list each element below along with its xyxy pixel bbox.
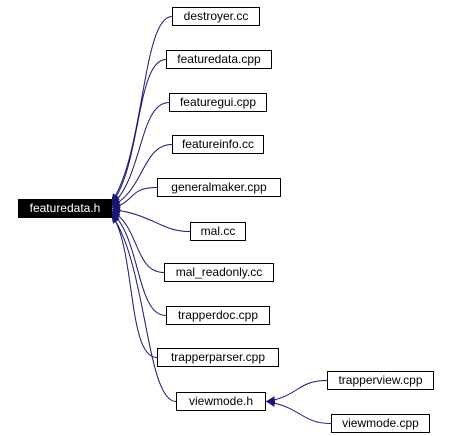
node-featureinfo-cc[interactable]: featureinfo.cc bbox=[172, 135, 264, 154]
edge-mal-readonly-cc-to-featuredata-h bbox=[110, 209, 165, 273]
node-generalmaker-cpp[interactable]: generalmaker.cpp bbox=[157, 178, 281, 197]
edge-trapperview-cpp-to-viewmode-h bbox=[265, 380, 328, 405]
edge-featuregui-cpp-to-featuredata-h bbox=[110, 102, 170, 206]
edge-trapperdoc-cpp-to-featuredata-h bbox=[110, 211, 167, 316]
edge-destroyer-cc-to-featuredata-h bbox=[110, 16, 173, 204]
edge-viewmode-h-to-featuredata-h bbox=[110, 213, 177, 402]
node-trapperparser-cpp[interactable]: trapperparser.cpp bbox=[157, 348, 279, 367]
edge-featureinfo-cc-to-featuredata-h bbox=[110, 144, 173, 208]
edge-featuredata-cpp-to-featuredata-h bbox=[110, 59, 167, 205]
node-viewmode-h[interactable]: viewmode.h bbox=[176, 392, 266, 411]
node-trapperdoc-cpp[interactable]: trapperdoc.cpp bbox=[166, 306, 270, 325]
node-trapperview-cpp[interactable]: trapperview.cpp bbox=[327, 371, 434, 390]
node-mal-readonly-cc[interactable]: mal_readonly.cc bbox=[164, 263, 274, 282]
node-mal-cc[interactable]: mal.cc bbox=[190, 222, 246, 241]
node-featuredata-cpp[interactable]: featuredata.cpp bbox=[166, 50, 272, 69]
edges-group bbox=[110, 16, 332, 424]
node-destroyer-cc[interactable]: destroyer.cc bbox=[172, 7, 260, 26]
edge-mal-cc-to-featuredata-h bbox=[110, 206, 191, 232]
edge-trapperparser-cpp-to-featuredata-h bbox=[110, 212, 158, 358]
node-viewmode-cpp[interactable]: viewmode.cpp bbox=[331, 414, 430, 433]
node-featuredata-h: featuredata.h bbox=[18, 199, 112, 218]
edge-generalmaker-cpp-to-featuredata-h bbox=[110, 187, 158, 211]
node-featuregui-cpp[interactable]: featuregui.cpp bbox=[169, 93, 267, 112]
edge-viewmode-cpp-to-viewmode-h bbox=[265, 398, 332, 424]
